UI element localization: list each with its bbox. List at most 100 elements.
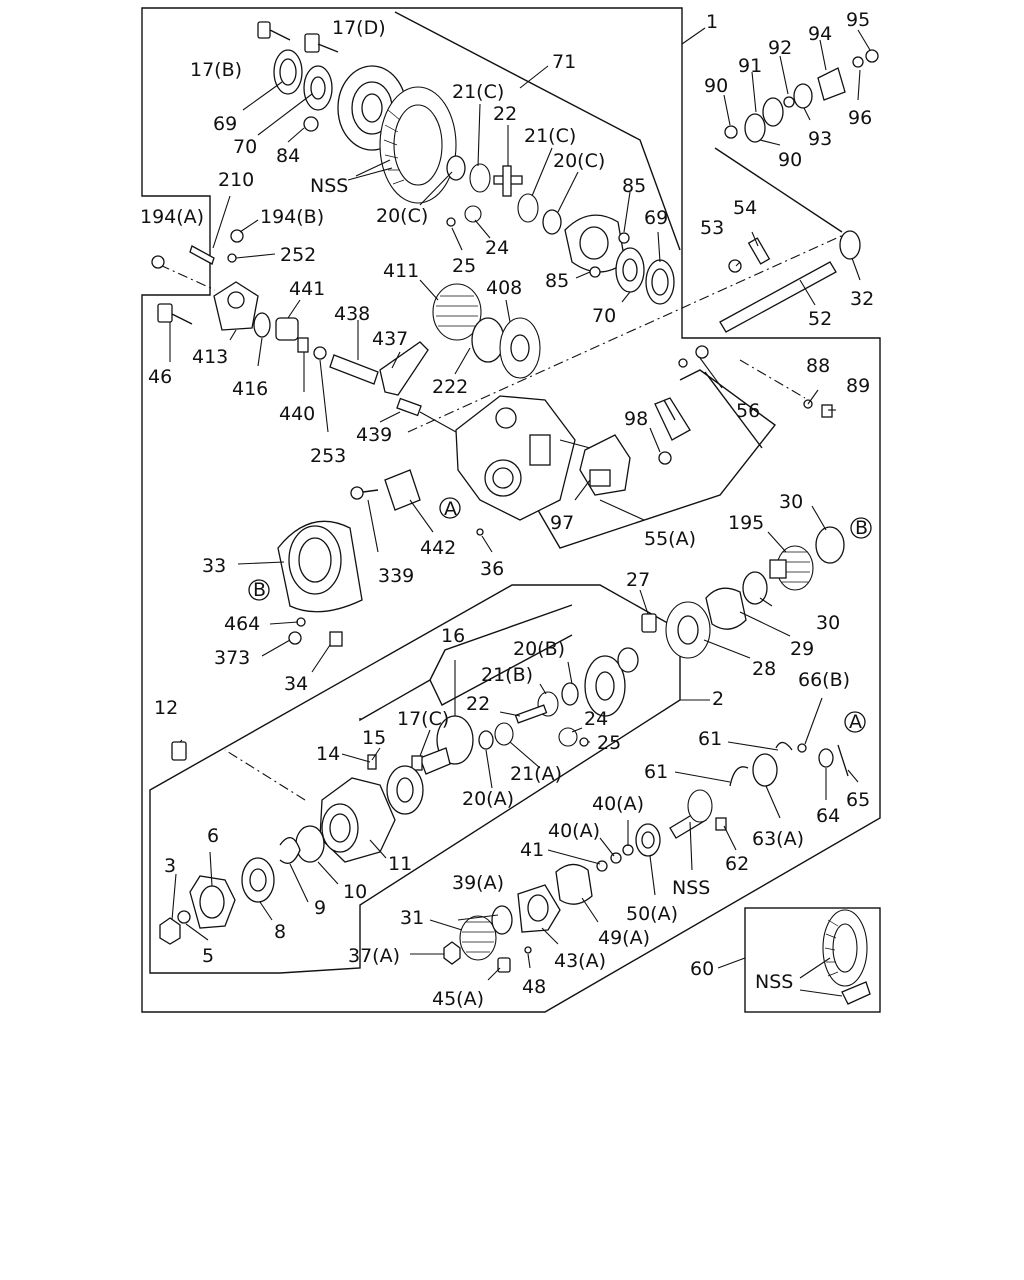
label-195: 195 <box>728 512 764 534</box>
label-210: 210 <box>218 169 254 191</box>
label-45a: 45(A) <box>432 988 484 1010</box>
label-21a: 21(A) <box>510 763 562 785</box>
part-drawings <box>151 21 879 1005</box>
label-8: 8 <box>274 921 286 943</box>
label-20c1: 20(C) <box>376 205 428 227</box>
label-20c2: 20(C) <box>553 150 605 172</box>
label-17c: 17(C) <box>397 708 449 730</box>
label-1: 1 <box>706 11 718 33</box>
ring-gear-part <box>379 86 457 204</box>
label-70a: 70 <box>233 136 257 158</box>
label-36: 36 <box>480 558 504 580</box>
ref-circles <box>248 497 872 733</box>
spacer-40-41-part <box>596 844 634 872</box>
bearing-cap-20b-part <box>561 647 639 717</box>
spacer-15-part <box>367 754 424 815</box>
label-3: 3 <box>164 855 176 877</box>
ref-b-cover: B <box>253 579 266 601</box>
gasket-49-part <box>555 863 593 905</box>
label-94: 94 <box>808 23 832 45</box>
label-2: 2 <box>712 688 724 710</box>
label-15: 15 <box>362 727 386 749</box>
label-50a: 50(A) <box>626 903 678 925</box>
flange-28-part <box>641 601 711 659</box>
ref-a-housing: A <box>444 498 457 520</box>
bolt-17b-part <box>257 21 291 41</box>
label-63a: 63(A) <box>752 828 804 850</box>
label-25b: 25 <box>597 732 621 754</box>
gear-31-part <box>443 905 513 965</box>
label-30a: 30 <box>779 491 803 513</box>
label-22a: 22 <box>493 103 517 125</box>
label-61a: 61 <box>698 728 722 750</box>
label-12: 12 <box>154 697 178 719</box>
cover-33-part <box>277 520 363 613</box>
bolt-17d-part <box>304 33 339 53</box>
label-27: 27 <box>626 569 650 591</box>
flange-6-part <box>159 875 236 945</box>
gear-195-part <box>742 526 845 605</box>
bolt-12-part <box>171 741 187 761</box>
label-21b: 21(B) <box>481 664 533 686</box>
label-nss2: NSS <box>672 877 710 899</box>
label-52: 52 <box>808 308 832 330</box>
bearing-8-part <box>241 857 275 903</box>
label-194b: 194(B) <box>260 206 324 228</box>
bearing-50-part <box>635 823 661 857</box>
label-53: 53 <box>700 217 724 239</box>
spring-441-part <box>253 312 327 360</box>
ring-pinion-60-part <box>822 909 871 1005</box>
gasket-29-part <box>705 587 747 630</box>
case-half-16-part <box>411 715 474 775</box>
seal-69-part <box>273 49 303 95</box>
label-464: 464 <box>224 613 260 635</box>
label-48: 48 <box>522 976 546 998</box>
gear-408-part <box>499 317 541 379</box>
label-24b: 24 <box>584 708 608 730</box>
rod-438-part <box>329 341 429 417</box>
label-60: 60 <box>690 958 714 980</box>
label-10: 10 <box>343 881 367 903</box>
label-54: 54 <box>733 197 757 219</box>
label-96: 96 <box>848 107 872 129</box>
bearing-70b-part <box>615 247 645 293</box>
label-65: 65 <box>846 789 870 811</box>
label-56: 56 <box>736 400 760 422</box>
label-28: 28 <box>752 658 776 680</box>
label-441: 441 <box>289 278 325 300</box>
label-43a: 43(A) <box>554 950 606 972</box>
axis-lines <box>159 231 851 801</box>
label-5: 5 <box>202 945 214 967</box>
bearing-70-part <box>303 65 333 111</box>
label-29: 29 <box>790 638 814 660</box>
label-49a: 49(A) <box>598 927 650 949</box>
label-33: 33 <box>202 555 226 577</box>
label-39a: 39(A) <box>452 872 504 894</box>
label-413: 413 <box>192 346 228 368</box>
label-21c1: 21(C) <box>452 81 504 103</box>
label-85b: 85 <box>545 270 569 292</box>
label-373: 373 <box>214 647 250 669</box>
label-37a: 37(A) <box>348 945 400 967</box>
label-20a: 20(A) <box>462 788 514 810</box>
label-408: 408 <box>486 277 522 299</box>
ref-a-right: A <box>849 711 862 733</box>
label-84: 84 <box>276 145 300 167</box>
label-439: 439 <box>356 424 392 446</box>
housing-413-part <box>151 229 259 331</box>
label-32: 32 <box>850 288 874 310</box>
label-55a: 55(A) <box>644 528 696 550</box>
fork-56-part <box>654 345 833 441</box>
label-22b: 22 <box>466 693 490 715</box>
label-411: 411 <box>383 260 419 282</box>
label-93: 93 <box>808 128 832 150</box>
label-440: 440 <box>279 403 315 425</box>
label-40a2: 40(A) <box>548 820 600 842</box>
gasket-442-part <box>384 469 421 511</box>
retainer-43-part <box>497 884 561 973</box>
gear-411-part <box>432 283 505 363</box>
label-90b: 90 <box>778 149 802 171</box>
label-194a: 194(A) <box>140 206 204 228</box>
housing-11-part <box>319 777 396 863</box>
